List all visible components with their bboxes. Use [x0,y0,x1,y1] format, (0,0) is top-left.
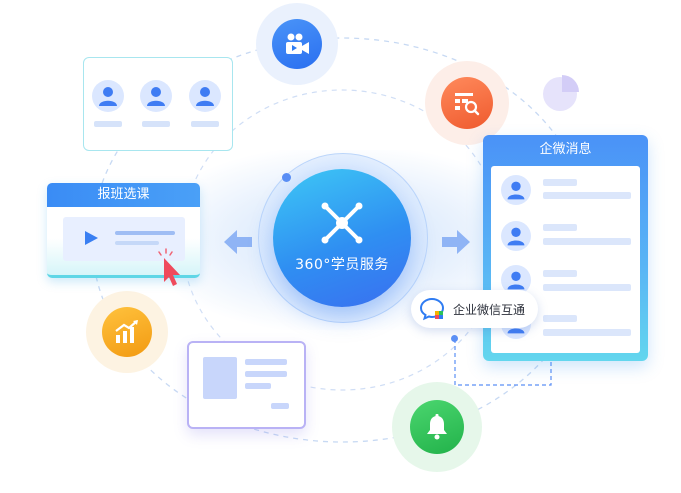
avatar [92,80,124,112]
avatar [140,80,172,112]
message-line [543,329,631,336]
hub-dot [282,173,291,182]
message-line [543,179,577,186]
avatar [501,175,531,205]
message-card-title: 企微消息 [539,142,592,157]
report-search-icon[interactable] [441,77,493,129]
course-card-title: 报班选课 [47,183,200,207]
hub-core[interactable] [273,169,411,307]
course-text-line [115,241,159,245]
message-line [543,192,631,199]
network-nodes-icon [321,202,363,244]
wecom-interop-badge[interactable]: 企业微信互通 [411,290,538,328]
message-card: 企微消息 [483,135,648,361]
right-arrow-icon [442,230,470,254]
video-camera-icon[interactable] [272,19,322,69]
name-placeholder [191,121,219,127]
wecom-label: 企业微信互通 [453,302,526,317]
connector-dot [451,335,458,342]
document-card [187,341,306,429]
left-arrow-icon [224,230,252,254]
wecom-logo-icon [419,297,445,321]
avatar [501,221,531,251]
hub-label: 360°学员服务 [295,257,389,273]
bell-icon[interactable] [410,400,464,454]
avatar [189,80,221,112]
message-list [491,166,640,353]
name-placeholder [142,121,170,127]
message-line [543,315,577,322]
doc-text-line [245,359,287,365]
doc-text-line [245,371,287,377]
video-thumbnail[interactable] [63,217,185,261]
doc-image-placeholder [203,357,237,399]
name-placeholder [94,121,122,127]
play-icon [85,231,98,245]
course-text-line [115,231,175,235]
message-line [543,238,631,245]
pie-chart-icon [543,75,579,111]
user-list-card [83,57,233,151]
cursor-icon [158,248,180,286]
chart-growth-icon[interactable] [102,307,152,357]
message-line [543,284,631,291]
course-card[interactable]: 报班选课 [47,183,200,278]
message-line [543,270,577,277]
doc-text-line [271,403,289,409]
doc-text-line [245,383,271,389]
message-line [543,224,577,231]
